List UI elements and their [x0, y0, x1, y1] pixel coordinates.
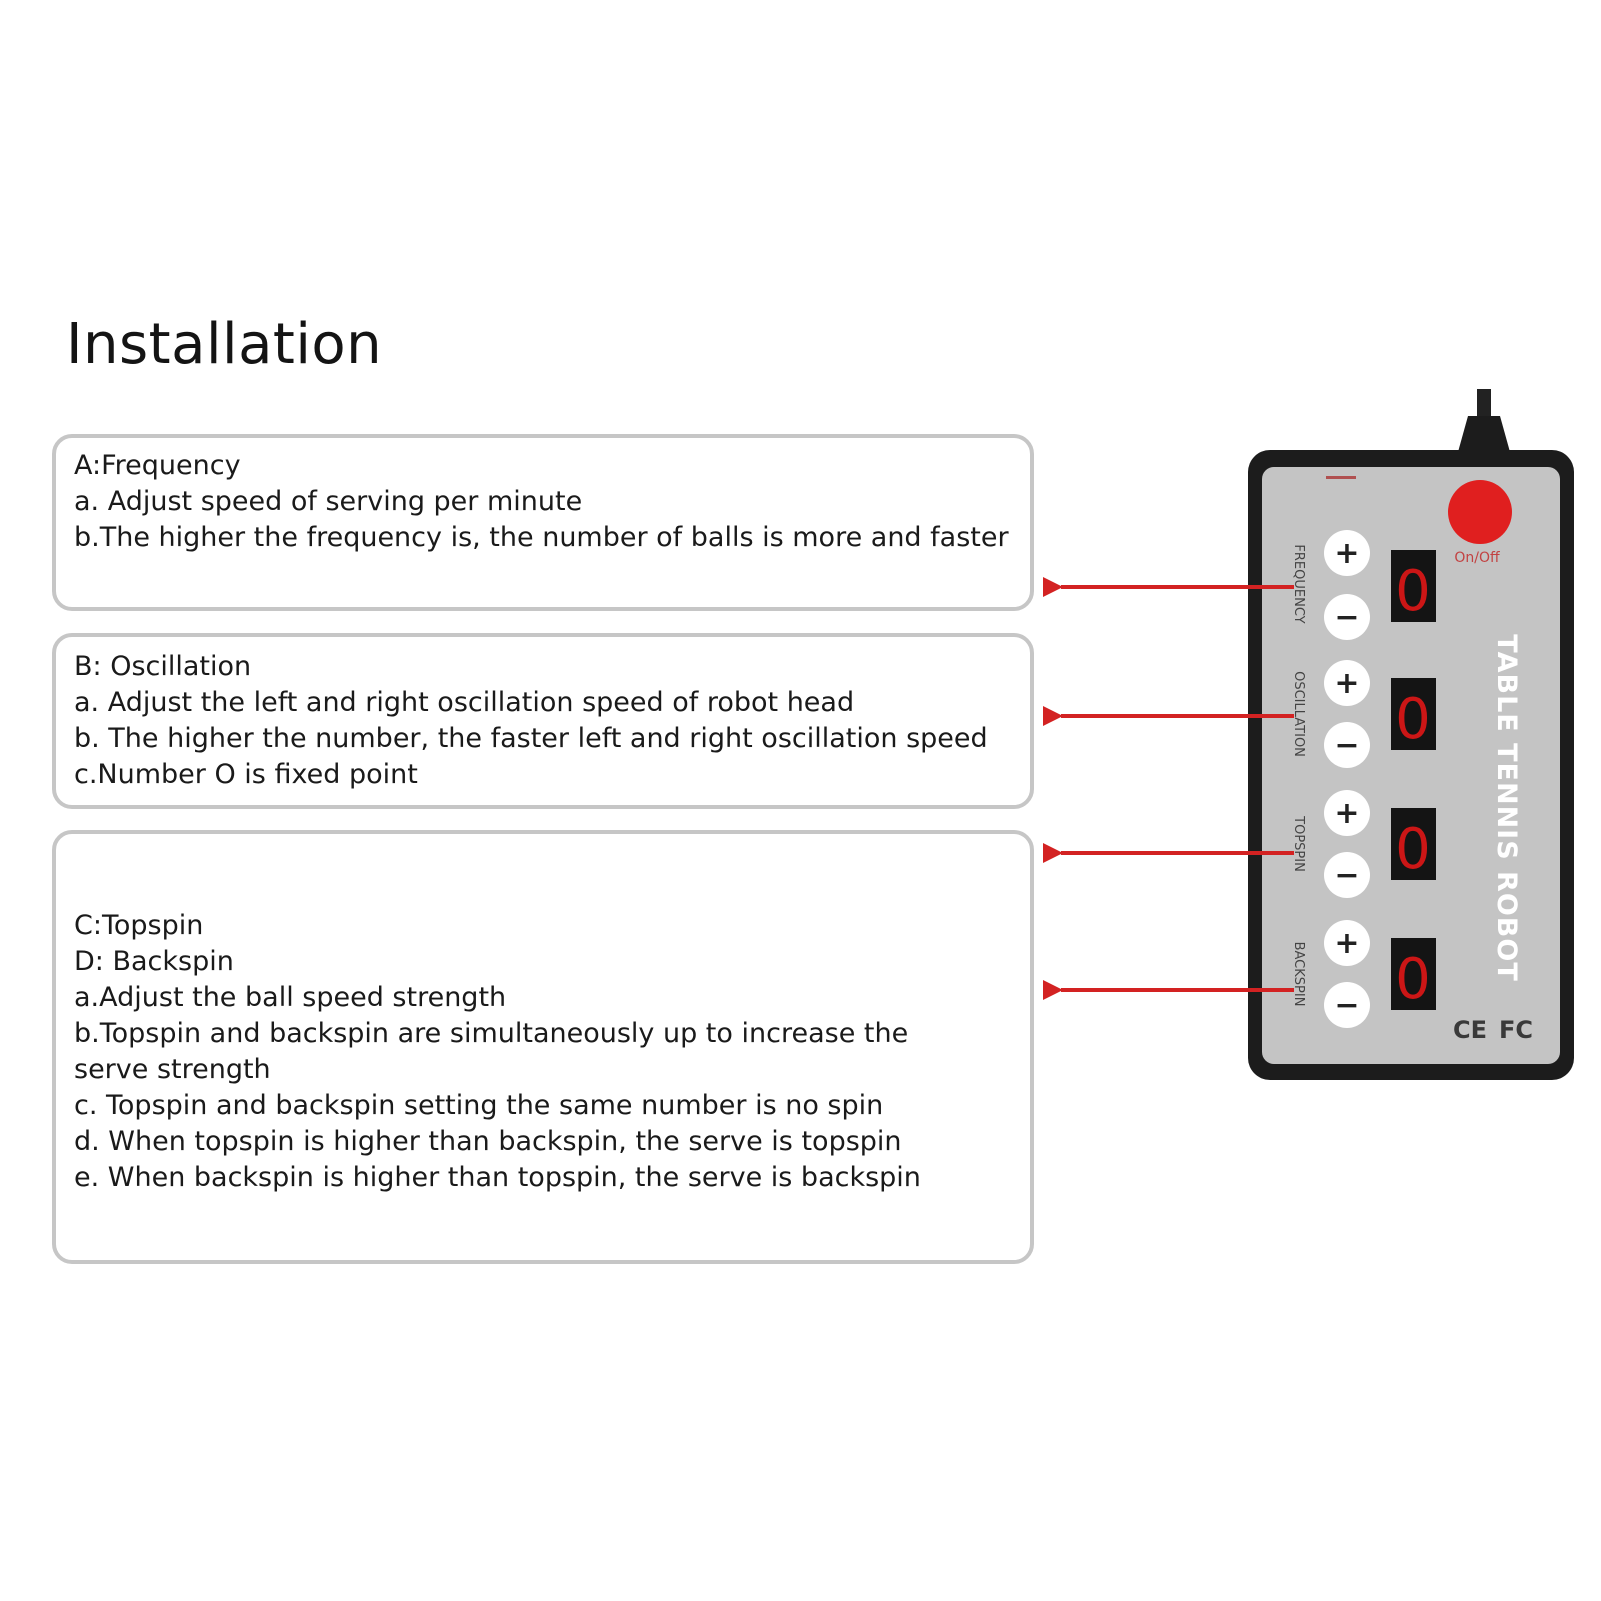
backspin-display-digit: 0 [1395, 947, 1431, 1012]
oscillation-minus-icon: − [1334, 728, 1359, 763]
oscillation-line-c: c.Number O is fixed point [74, 759, 418, 790]
brand-title: TABLE TENNIS ROBOT [1491, 634, 1522, 981]
frequency-label: FREQUENCY [1291, 544, 1306, 623]
spin-line-a: a.Adjust the ball speed strength [74, 982, 507, 1013]
power-label: On/Off [1454, 550, 1500, 566]
frequency-plus-button[interactable] [1324, 530, 1370, 576]
oscillation-control: OSCILLATION + − 0 [1043, 660, 1436, 768]
oscillation-plus-button[interactable] [1324, 660, 1370, 706]
frequency-minus-button[interactable] [1324, 594, 1370, 640]
spin-line-c: c. Topspin and backspin setting the same… [74, 1090, 884, 1121]
backspin-minus-icon: − [1334, 988, 1359, 1023]
oscillation-label: OSCILLATION [1291, 671, 1306, 757]
spin-line-b: b.Topspin and backspin are simultaneousl… [74, 1018, 909, 1049]
oscillation-plus-icon: + [1334, 666, 1359, 701]
topspin-heading: C:Topspin [74, 910, 204, 941]
frequency-plus-icon: + [1334, 536, 1359, 571]
frequency-control: FREQUENCY + − 0 [1043, 530, 1436, 640]
oscillation-line-b: b. The higher the number, the faster lef… [74, 723, 988, 754]
frequency-heading: A:Frequency [74, 450, 241, 481]
power-cord [1458, 389, 1510, 452]
oscillation-heading: B: Oscillation [74, 651, 252, 682]
panel-mark [1326, 476, 1356, 479]
frequency-line-a: a. Adjust speed of serving per minute [74, 486, 583, 517]
spin-line-b-cont: serve strength [74, 1054, 271, 1085]
topspin-plus-button[interactable] [1324, 790, 1370, 836]
frequency-display-digit: 0 [1395, 559, 1431, 624]
spin-info-box: C:Topspin D: Backspin a.Adjust the ball … [52, 830, 1034, 1264]
backspin-control: BACKSPIN + − 0 [1043, 920, 1436, 1028]
topspin-display [1391, 808, 1436, 880]
topspin-control: TOPSPIN + − 0 [1043, 790, 1436, 898]
oscillation-info-box: B: Oscillation a. Adjust the left and ri… [52, 633, 1034, 809]
spin-line-e: e. When backspin is higher than topspin,… [74, 1162, 921, 1193]
backspin-heading: D: Backspin [74, 946, 234, 977]
topspin-plus-icon: + [1334, 796, 1359, 831]
fc-mark: FC [1499, 1016, 1533, 1044]
frequency-minus-icon: − [1334, 600, 1359, 635]
backspin-plus-icon: + [1334, 926, 1359, 961]
backspin-display [1391, 938, 1436, 1010]
backspin-label: BACKSPIN [1291, 942, 1306, 1007]
spin-line-d: d. When topspin is higher than backspin,… [74, 1126, 902, 1157]
oscillation-minus-button[interactable] [1324, 722, 1370, 768]
topspin-display-digit: 0 [1395, 817, 1431, 882]
oscillation-display-digit: 0 [1395, 687, 1431, 752]
ce-mark: CE [1453, 1016, 1487, 1044]
frequency-info-box: A:Frequency a. Adjust speed of serving p… [52, 434, 1034, 611]
backspin-minus-button[interactable] [1324, 982, 1370, 1028]
frequency-display [1391, 550, 1436, 622]
power-button[interactable] [1448, 480, 1512, 544]
oscillation-line-a: a. Adjust the left and right oscillation… [74, 687, 855, 718]
frequency-line-b: b.The higher the frequency is, the numbe… [74, 522, 1009, 553]
oscillation-display [1391, 678, 1436, 750]
topspin-label: TOPSPIN [1291, 815, 1306, 872]
topspin-minus-button[interactable] [1324, 852, 1370, 898]
page-title: Installation [66, 312, 383, 377]
backspin-plus-button[interactable] [1324, 920, 1370, 966]
topspin-minus-icon: − [1334, 858, 1359, 893]
